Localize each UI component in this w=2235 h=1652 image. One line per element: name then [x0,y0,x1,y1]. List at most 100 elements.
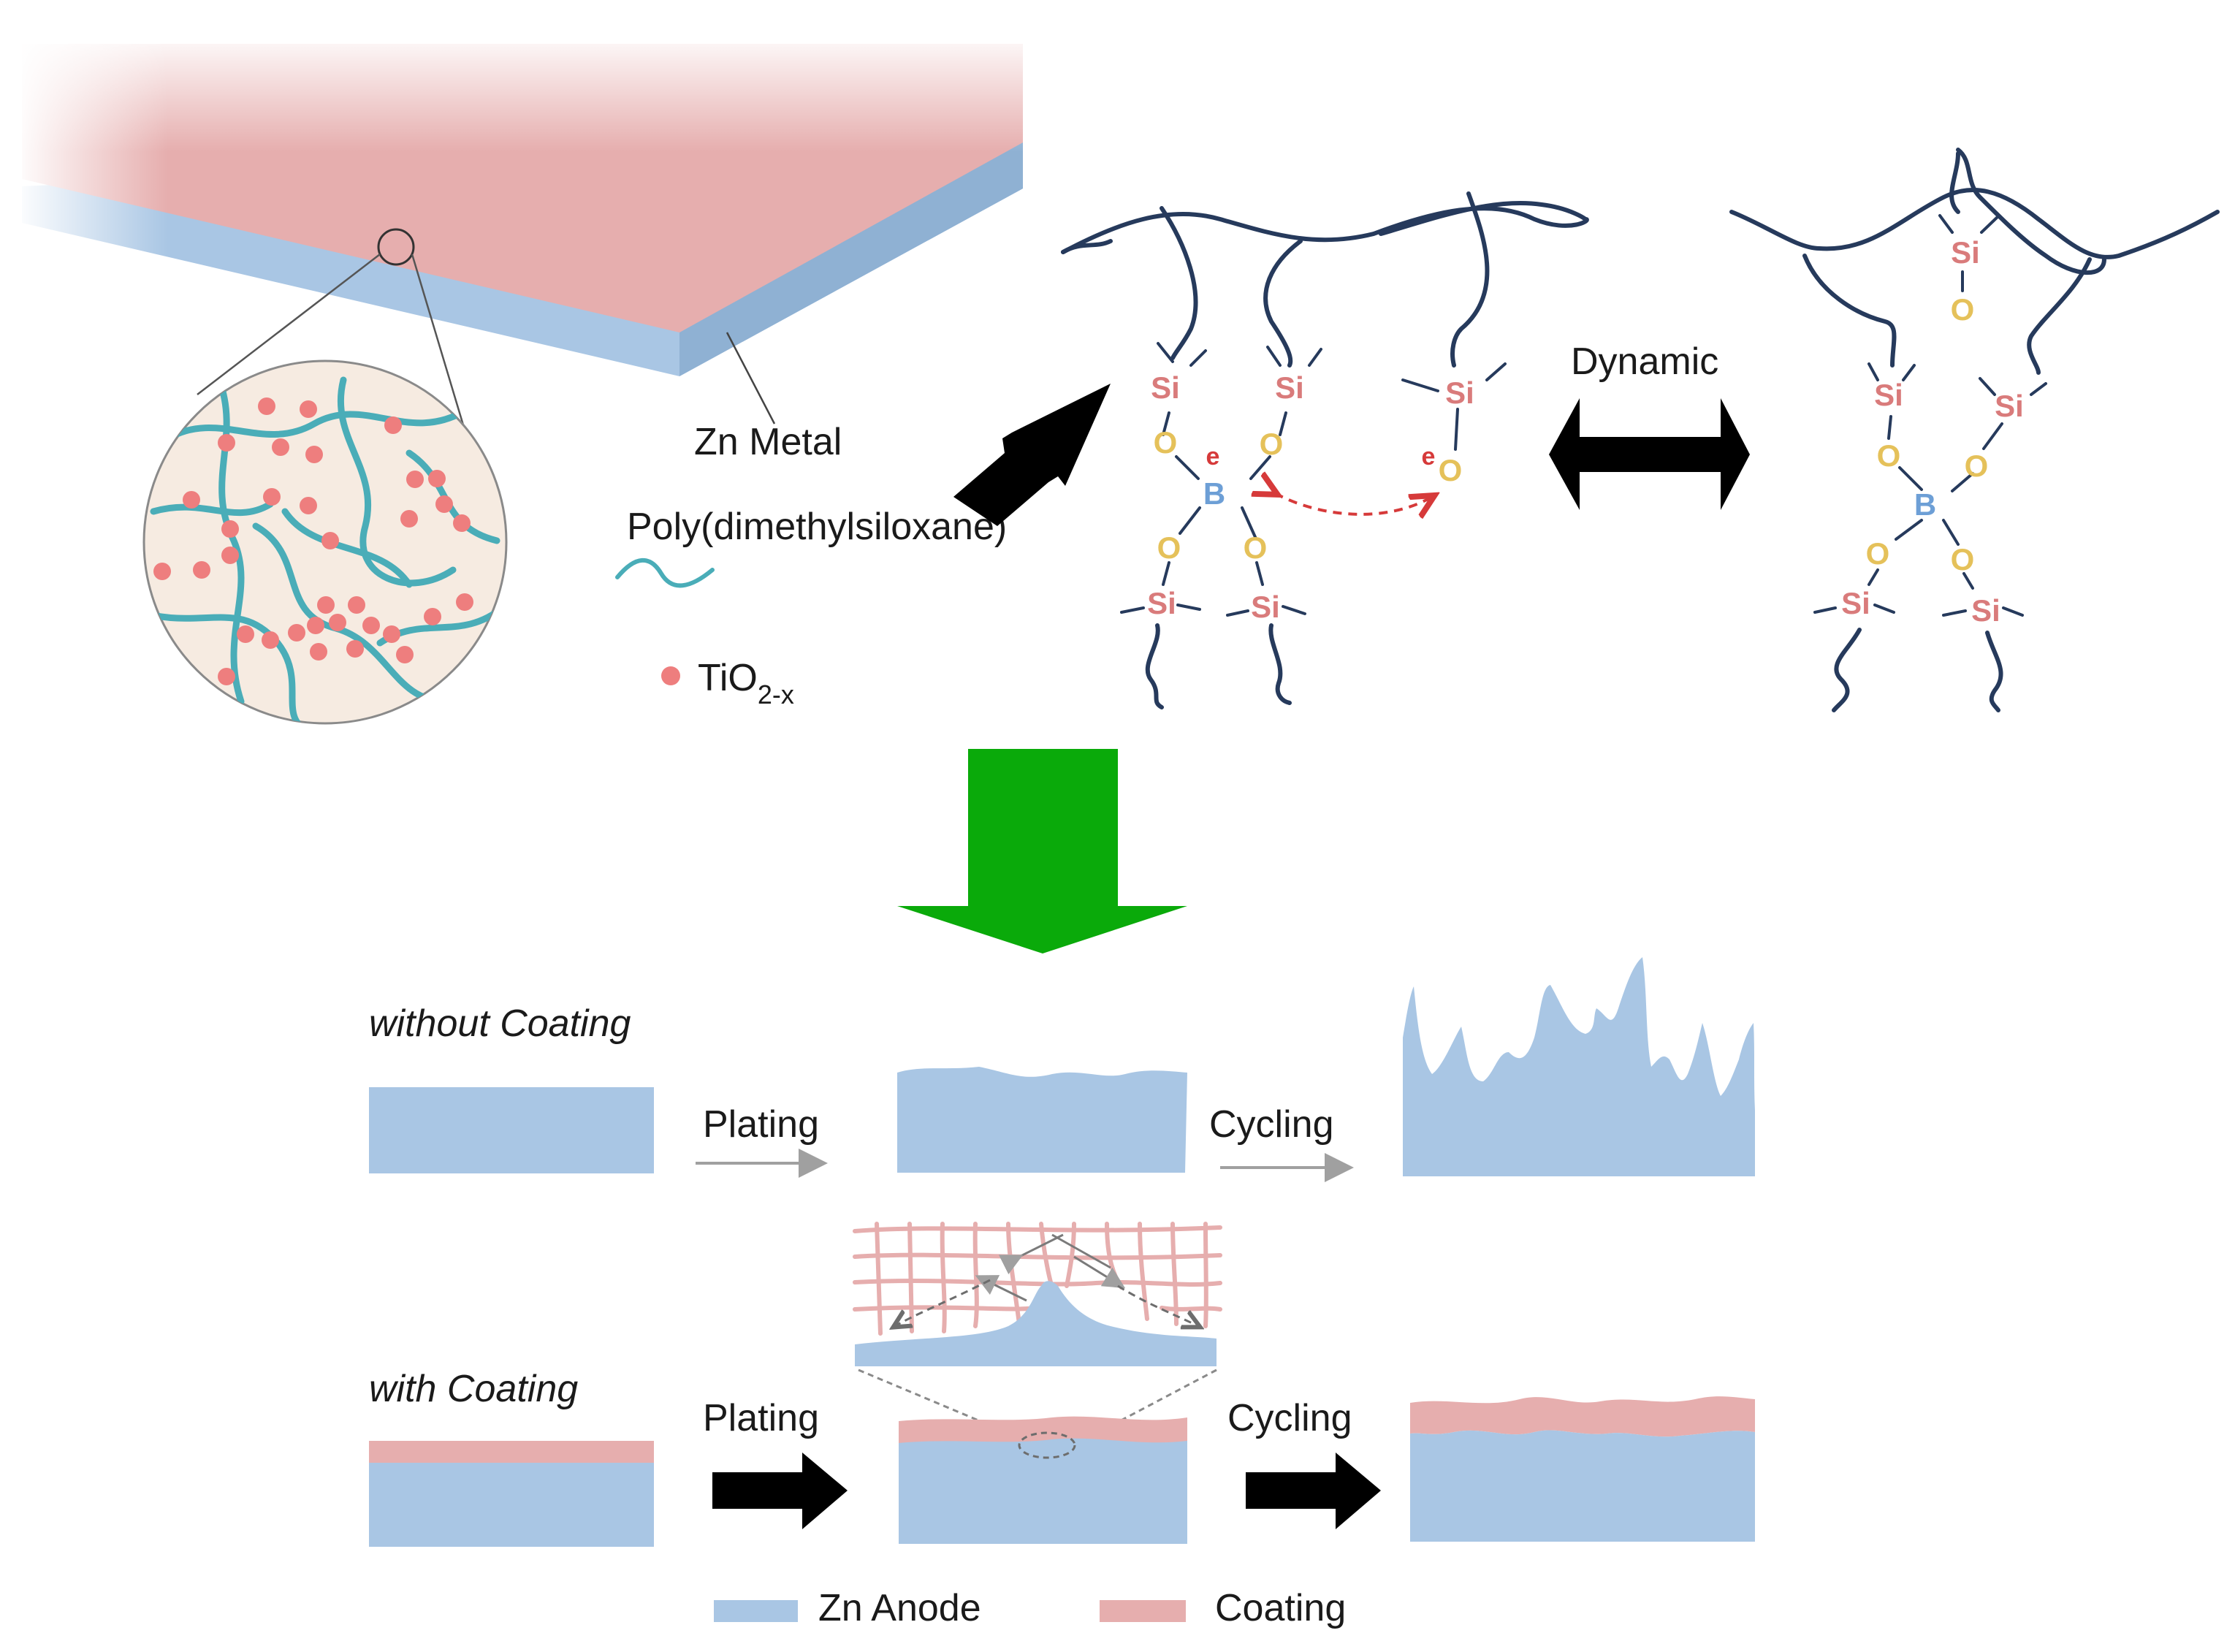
tio2-particle [237,625,254,643]
silicon-atom: Si [1275,370,1304,405]
tio2-particle [348,596,365,614]
legend-coating-label: Coating [1215,1587,1346,1629]
tio2-particle [258,397,275,415]
tio2-particle [153,563,171,580]
zn-anode-initial-coated [369,1463,654,1547]
tio2-label-base: TiO [698,657,758,699]
oxygen-atom: O [1951,292,1975,327]
polymer-chain [281,508,413,588]
dynamic-label: Dynamic [1571,340,1718,383]
tio2-particle [305,446,323,463]
zoom-region-marker [1018,1431,1076,1459]
legend-zn-anode-label: Zn Anode [818,1587,981,1629]
black-arrow-plating [712,1453,848,1529]
tio2-particle [221,547,239,564]
tio2-particle [221,520,239,538]
zn-protrusion-inset [855,1281,1217,1366]
tio2-particle [400,510,418,528]
electron-label: e [1422,443,1436,471]
tio2-label-subscript: 2-x [758,680,794,709]
silicon-atom: Si [1951,235,1980,270]
oxygen-atom: O [1157,530,1181,565]
tio2-particle [218,434,235,452]
oxygen-atom: O [1260,427,1284,461]
tio2-particle [310,643,327,661]
zn-dendrites [1403,957,1755,1176]
boron-atom: B [1914,487,1936,522]
boron-siloxane-network-left [1061,191,1589,709]
dynamic-double-arrow [1549,398,1750,510]
tio2-particle [346,640,364,658]
tio2-particle [300,400,317,418]
polymer-chain [164,406,471,442]
atoms-left: Si Si Si Si Si O O O O O B e e [1147,370,1474,624]
tio2-particle [428,470,446,487]
tio2-particle [453,514,471,532]
zn-anode-plated-bare [897,1067,1187,1173]
tio2-particle [263,488,281,506]
tio2-particle [300,497,317,514]
silicon-atom: Si [1445,376,1474,410]
tio2-label: TiO2-x [698,657,794,709]
coating-initial [369,1441,654,1463]
pdms-label: Poly(dimethylsiloxane) [627,506,1007,548]
pdms-legend-symbol [615,557,715,588]
tio2-particle [362,617,380,634]
oxygen-atom: O [1244,530,1268,565]
zn-anode-plated-coated [899,1438,1187,1544]
polymer-chain [150,500,274,517]
silicon-atom: Si [1874,378,1903,412]
tio2-particle [329,614,346,631]
tio2-particle [424,608,441,625]
silicon-atom: Si [1151,370,1180,405]
tio2-particle [396,646,414,663]
tio2-particle [383,625,400,643]
oxygen-atom: O [1951,542,1975,576]
coating-cycled [1410,1396,1755,1437]
without-coating-label: without Coating [369,1002,631,1045]
bonds-left [1120,342,1507,617]
oxygen-atom: O [1965,449,1989,483]
coating-plated [899,1416,1187,1443]
legend-zn-anode-swatch [714,1600,798,1622]
tio2-legend-dot [661,666,680,685]
plating-label-without: Plating [703,1103,819,1146]
black-arrow-cycling [1246,1453,1381,1529]
atoms-right: Si Si Si Si Si O O O O O B [1841,235,2024,628]
silicon-atom: Si [1251,590,1280,624]
tio2-particle [193,561,210,579]
zn-anode-cycled-coated [1410,1430,1755,1542]
legend-coating-swatch [1100,1600,1186,1622]
oxygen-atom: O [1877,438,1901,473]
cycling-label-without: Cycling [1209,1103,1334,1146]
oxygen-atom: O [1866,536,1890,571]
silicon-atom: Si [1147,586,1176,620]
tio2-particle [317,596,335,614]
polymer-chain [216,376,245,705]
electron-transfer-arrow [1275,493,1432,514]
cycling-label-with: Cycling [1227,1397,1352,1439]
tio2-particle [435,495,453,513]
tio2-particle [406,471,424,488]
magnified-coating-view [142,359,508,725]
silicon-atom: Si [1971,593,2000,628]
tio2-particle [456,593,473,611]
oxygen-atom: O [1154,425,1178,460]
coating-network-inset [853,1222,1222,1366]
tio2-particle [384,416,402,434]
oxygen-atom: O [1439,453,1463,487]
tio2-particle [288,624,305,642]
magnifier-spot [377,228,415,266]
tio2-particle [272,438,289,456]
tio2-particle [183,491,200,509]
silicon-atom: Si [1841,586,1870,620]
boron-atom: B [1203,476,1225,511]
bonds-right [1813,214,2047,617]
tio2-particle [307,617,324,634]
zn-anode-initial-bare [369,1087,654,1173]
plating-label-with: Plating [703,1397,819,1439]
zn-plate-illustration [15,29,1037,380]
green-down-arrow [897,749,1187,953]
tio2-particle [218,668,235,685]
